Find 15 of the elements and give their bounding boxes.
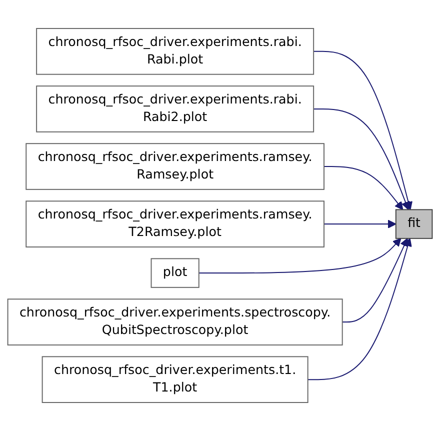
node-box: chronosq_rfsoc_driver.experiments.t1. T1.plot bbox=[42, 356, 308, 403]
arrow bbox=[324, 166, 404, 210]
arrow bbox=[307, 238, 412, 380]
arrow bbox=[313, 50, 412, 210]
node-box: chronosq_rfsoc_driver.experiments.rabi. Rabi.plot bbox=[36, 28, 314, 75]
arrow bbox=[342, 238, 408, 323]
node-box: chronosq_rfsoc_driver.experiments.rabi. Rabi2.plot bbox=[36, 86, 314, 132]
node-box: plot bbox=[150, 258, 200, 288]
node-box: chronosq_rfsoc_driver.experiments.ramsey. T2Ramsey.plot bbox=[26, 200, 324, 248]
node-box: chronosq_rfsoc_driver.experiments.ramsey. Ramsey.plot bbox=[26, 143, 324, 190]
node-box: fit bbox=[395, 209, 433, 239]
node-box: chronosq_rfsoc_driver.experiments.spectroscopy. QubitSpectroscopy.plot bbox=[7, 298, 343, 346]
arrow bbox=[313, 108, 410, 210]
arrow bbox=[198, 238, 402, 274]
arrow bbox=[324, 220, 396, 228]
